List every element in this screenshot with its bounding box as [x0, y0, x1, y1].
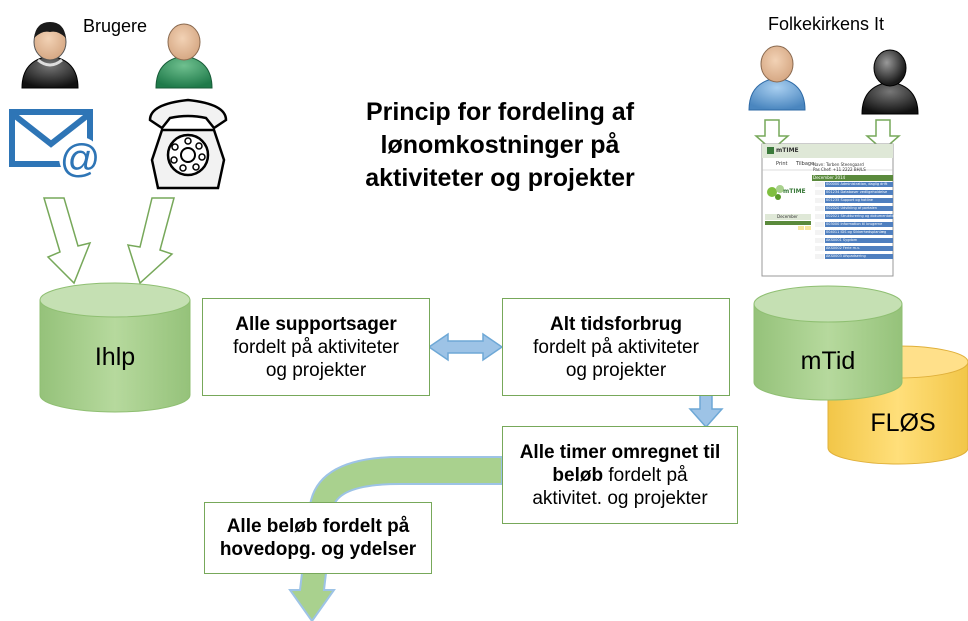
- mtime-user-name: Navn: Torben Steengaard: [813, 162, 864, 167]
- mtime-task-row: 001235 Support og hotline: [826, 198, 873, 202]
- box-timer-bold-word: beløb: [552, 464, 604, 486]
- box-tidsforbrug-title: Alt tidsforbrug: [550, 313, 682, 335]
- telephone-icon: [148, 98, 228, 190]
- box-supportsager-line2: fordelt på aktiviteter: [233, 336, 399, 358]
- box-timer-line2-rest: fordelt på: [603, 464, 688, 486]
- arrow-it-blue-down: [754, 119, 790, 151]
- it-person-black-icon: [861, 49, 919, 115]
- box-belob: Alle beløb fordelt på hovedopg. og ydels…: [204, 502, 432, 574]
- box-timer-line2: beløb fordelt på: [503, 464, 737, 487]
- it-label: Folkekirkens It: [768, 14, 885, 34]
- ihlp-label: Ihlp: [94, 343, 136, 371]
- mtime-screenshot: [761, 143, 894, 277]
- envelope-at-icon: @: [9, 109, 101, 181]
- mtid-label: mTid: [800, 347, 856, 375]
- title-line-1: Princip for fordeling af: [365, 98, 635, 126]
- box-timer: Alle timer omregnet til beløb fordelt på…: [502, 426, 738, 524]
- mtime-task-row: 001234 Databaser vedligeholdelse: [826, 190, 888, 194]
- svg-text:@: @: [60, 137, 101, 181]
- mtime-task-row: 004011 IDS og Sikkerhedsplanlæg: [826, 230, 887, 234]
- it-person-blue-icon: [748, 45, 806, 111]
- title-line-2: lønomkostninger på: [380, 131, 620, 159]
- mtime-user-id: Pas Chef: +11 2222 BH/LS: [813, 167, 866, 172]
- arrow-mail-to-ihlp: [42, 197, 92, 285]
- arrow-phone-to-ihlp: [126, 197, 175, 285]
- mtime-task-row: 002020 Udvikling af portalen: [826, 206, 877, 210]
- users-label: Brugere: [83, 16, 148, 36]
- mtime-task-row: 003000 Information til brugerne: [826, 222, 883, 226]
- flos-label: FLØS: [870, 409, 936, 437]
- box-supportsager-title: Alle supportsager: [235, 313, 397, 335]
- box-supportsager-line3: og projekter: [265, 359, 367, 381]
- mtime-task-row: AKS0001 Sygdom: [826, 238, 858, 242]
- mtime-task-row: 002021 Strukturering og dokumentation: [826, 214, 897, 218]
- mtime-task-row: AKS0002 Ferie m.v.: [826, 246, 861, 250]
- mtime-logo-icon: [767, 185, 784, 200]
- box-tidsforbrug-line3: og projekter: [565, 359, 667, 381]
- box-timer-line3: aktivitet. og projekter: [532, 487, 708, 509]
- mtime-app-name: mTIME: [776, 147, 799, 154]
- mtime-logo-text: mTIME: [783, 188, 806, 195]
- user-person-black-icon: [21, 22, 79, 89]
- diagram-title: Princip for fordeling af lønomkostninger…: [330, 96, 670, 195]
- box-supportsager: Alle supportsager fordelt på aktiviteter…: [202, 298, 430, 396]
- arrow-it-black-down: [865, 119, 901, 151]
- mtid-database: [753, 285, 903, 401]
- mtime-month-label: December 2014: [813, 175, 846, 180]
- box-timer-title: Alle timer omregnet til: [519, 441, 721, 463]
- mtime-back-button: Tilbage: [796, 161, 815, 167]
- box-tidsforbrug-line2: fordelt på aktiviteter: [533, 336, 699, 358]
- mtime-calendar-month: December: [777, 214, 798, 219]
- mtime-print-button: Print: [776, 161, 788, 167]
- title-line-3: aktiviteter og projekter: [365, 164, 635, 192]
- mtime-task-row: 000000 Administration, daglig drift: [826, 182, 888, 186]
- box-belob-line1: Alle beløb fordelt på: [226, 516, 410, 537]
- mtime-task-row: AKS0003 Afspadsering: [826, 254, 866, 258]
- ihlp-database: [39, 282, 191, 413]
- box-belob-line2: hovedopg. og ydelser: [219, 539, 417, 560]
- box-tidsforbrug: Alt tidsforbrug fordelt på aktiviteter o…: [502, 298, 730, 396]
- user-person-green-icon: [155, 23, 213, 89]
